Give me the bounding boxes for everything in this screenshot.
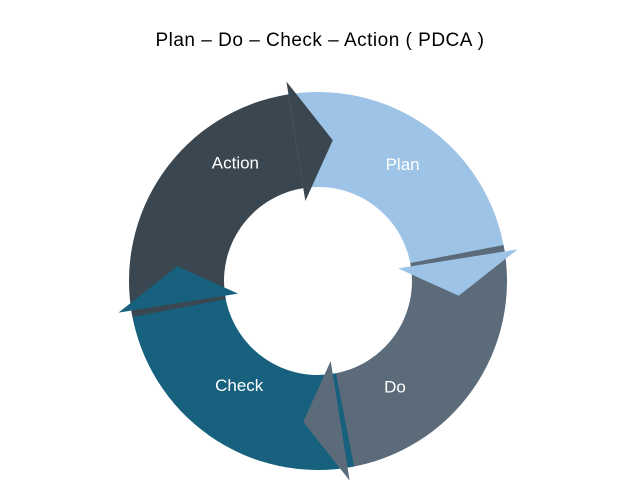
action-label: Action — [212, 154, 259, 173]
segment-bands — [128, 91, 508, 471]
segment-labels: Plan Do Check Action — [212, 154, 420, 397]
check-label: Check — [215, 376, 264, 395]
segment-arrowheads — [118, 81, 518, 480]
slide-title: Plan – Do – Check – Action ( PDCA ) — [155, 30, 485, 51]
do-segment-band — [332, 244, 508, 468]
check-arrowhead-icon — [118, 266, 238, 313]
do-label: Do — [384, 378, 406, 397]
do-arrowhead-icon — [303, 361, 350, 480]
plan-arrowhead-icon — [398, 249, 518, 296]
action-segment-band — [128, 94, 304, 318]
action-arrowhead-icon — [286, 81, 333, 201]
plan-label: Plan — [386, 155, 420, 174]
check-segment-band — [131, 295, 355, 471]
plan-segment-band — [281, 91, 505, 267]
